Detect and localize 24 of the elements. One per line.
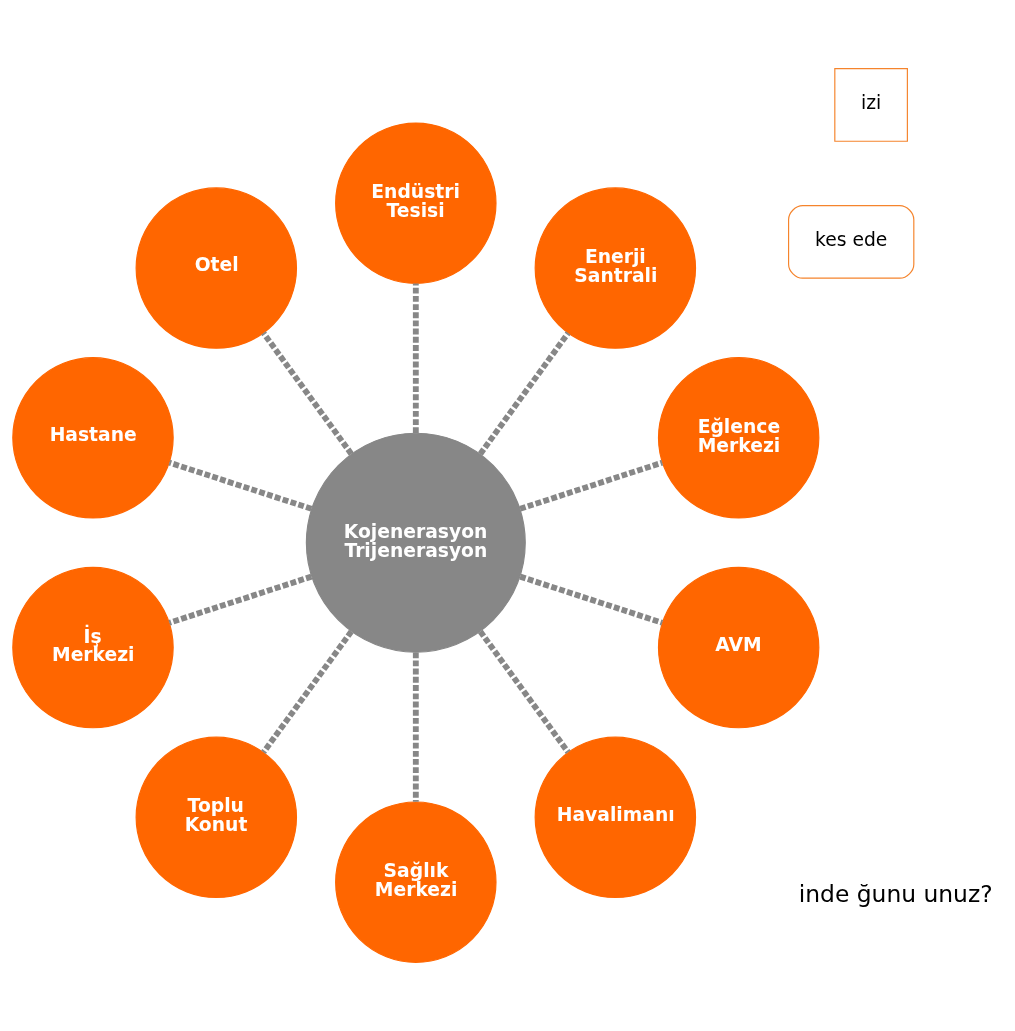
connector (477, 331, 571, 456)
connector (519, 459, 664, 512)
connector (168, 573, 313, 626)
connector (168, 459, 313, 512)
connector (477, 629, 571, 755)
node-circle: Eğlence Merkezi (657, 357, 820, 519)
node-circle: Havalimanı (534, 736, 697, 899)
connector (519, 573, 664, 626)
node-circle: Hastane (12, 357, 174, 519)
node-circle: İş Merkezi (12, 566, 174, 729)
node-circle: Enerji Santrali (534, 187, 697, 349)
node-circle: Sağlık Merkezi (335, 801, 497, 963)
node-circle: AVM (657, 566, 820, 729)
node-box: kes ede (788, 205, 915, 279)
label: inde ğunu unuz? (798, 880, 993, 909)
connector (412, 652, 419, 802)
connector (261, 331, 354, 456)
connector (261, 629, 354, 755)
node-circle: Toplu Konut (135, 736, 298, 899)
connector (412, 283, 419, 433)
node-circle: Otel (135, 187, 298, 349)
node-circle: Endüstri Tesisi (335, 122, 497, 284)
node-circle: Kojenerasyon Trijenerasyon (305, 432, 526, 653)
node-box: izi (834, 68, 908, 142)
